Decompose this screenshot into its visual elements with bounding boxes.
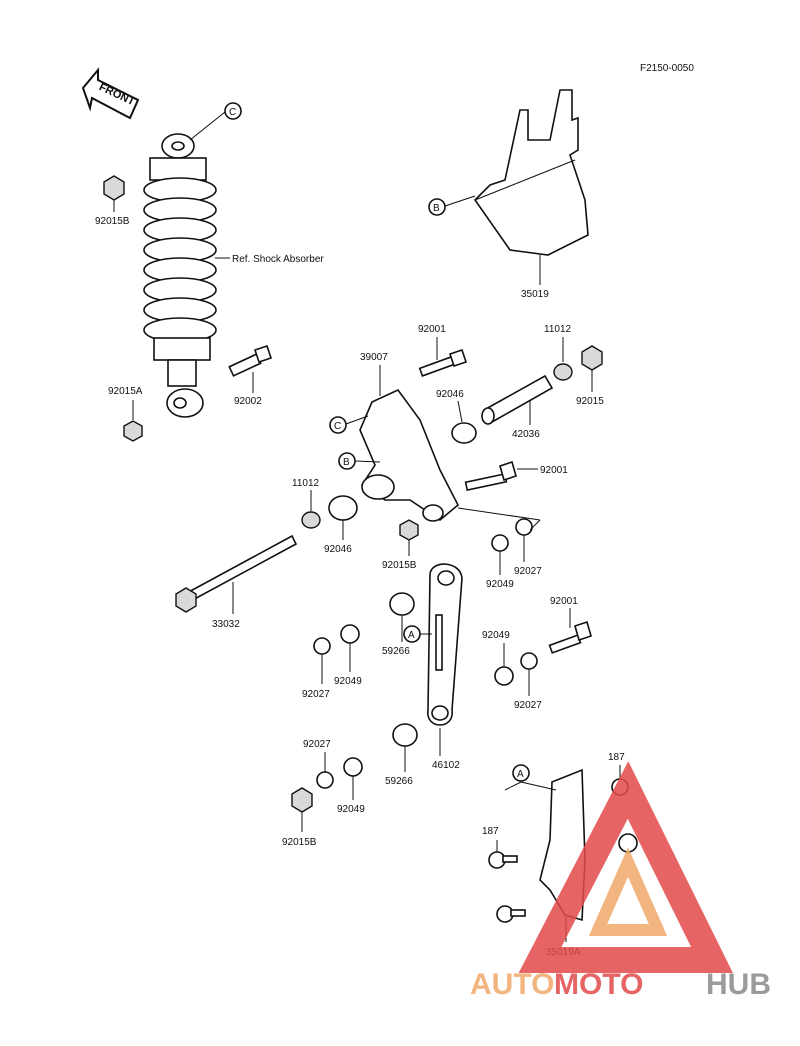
watermark-part2: MOTO: [554, 968, 643, 1001]
part-label: 92049: [337, 804, 365, 815]
screw-187-bottom: [496, 905, 526, 923]
part-label: 42036: [512, 429, 540, 440]
part-label: 11012: [544, 324, 572, 335]
part-label: 92015A: [108, 386, 143, 397]
collar-92046-upper: [451, 422, 477, 444]
part-label: 92027: [303, 739, 331, 750]
callout-b-top-label: B: [433, 203, 440, 214]
shock-ref-label: Ref. Shock Absorber: [232, 254, 324, 265]
callout-b-mid: [338, 452, 356, 470]
watermark: AUTO MOTO HUB: [470, 761, 771, 1001]
part-label: 92046: [436, 389, 464, 400]
screw-187-left: [488, 851, 518, 869]
washer-92027-lower-right: [520, 652, 538, 670]
bushing-59266-lower: [392, 723, 418, 747]
part-label: 187: [608, 752, 625, 763]
callout-c-top: [224, 102, 242, 120]
part-label: 92001: [540, 465, 568, 476]
callout-b-top: [428, 198, 446, 216]
washer-92049-bottom-left: [343, 757, 363, 777]
bolt-92002: [228, 344, 273, 377]
callout-a-bottom-label: A: [517, 769, 524, 780]
part-label: 33032: [212, 619, 240, 630]
part-label: 92015: [576, 396, 604, 407]
callout-a-mid-label: A: [408, 630, 415, 641]
part-label: 46102: [432, 760, 460, 771]
part-label: 59266: [382, 646, 410, 657]
washer-92049-right: [491, 534, 509, 552]
guard-35019: [473, 89, 589, 256]
diagram-code: F2150-0050: [640, 63, 694, 74]
part-label: 59266: [385, 776, 413, 787]
callout-b-mid-label: B: [343, 457, 350, 468]
part-label: 92027: [514, 700, 542, 711]
part-label: 11012: [292, 478, 320, 489]
watermark-part1: AUTO: [470, 968, 554, 1001]
part-label: 187: [482, 826, 499, 837]
callout-c-mid: [329, 416, 347, 434]
watermark-part3: HUB: [706, 968, 771, 1001]
part-label: 92001: [550, 596, 578, 607]
part-label: 92027: [302, 689, 330, 700]
washer-92027-left: [313, 637, 331, 655]
bolt-92001-top: [418, 348, 468, 377]
shock-absorber: [143, 133, 217, 418]
callout-a-mid: [403, 625, 421, 643]
rocker-arm-39007: [359, 388, 460, 522]
callout-c-mid-label: C: [334, 421, 341, 432]
bolt-92001-mid: [464, 460, 517, 492]
washer-92049-left: [340, 624, 360, 644]
bolt-92001-lower: [548, 620, 592, 654]
part-label: 35019: [521, 289, 549, 300]
washer-92027-bottom-left: [316, 771, 334, 789]
callout-c-top-label: C: [229, 107, 236, 118]
part-label: 92001: [418, 324, 446, 335]
nut-92015-right: [581, 345, 603, 371]
part-label: 92049: [482, 630, 510, 641]
part-label: 39007: [360, 352, 388, 363]
part-label: 92002: [234, 396, 262, 407]
nut-92015B-top: [103, 175, 125, 201]
part-label: 92027: [514, 566, 542, 577]
part-label: 92049: [486, 579, 514, 590]
bolt-33032: [175, 534, 298, 613]
part-label: 92046: [324, 544, 352, 555]
sleeve-42036: [481, 374, 554, 425]
tie-rod-46102: [427, 563, 463, 726]
bushing-59266-upper: [389, 592, 415, 616]
part-label: 92015B: [282, 837, 317, 848]
nut-92015A: [123, 420, 143, 442]
callout-a-bottom: [512, 764, 530, 782]
collar-92046-lower: [328, 495, 358, 521]
washer-92027-right: [515, 518, 533, 536]
nut-92015B-bottom: [291, 787, 313, 813]
washer-92049-lower-right: [494, 666, 514, 686]
part-label: 92015B: [382, 560, 417, 571]
part-label: 92015B: [95, 216, 130, 227]
seal-11012-left: [301, 511, 321, 529]
seal-11012-right: [553, 363, 573, 381]
front-arrow-icon: FRONT: [81, 67, 140, 120]
nut-92015B-mid: [399, 519, 419, 541]
part-label: 92049: [334, 676, 362, 687]
